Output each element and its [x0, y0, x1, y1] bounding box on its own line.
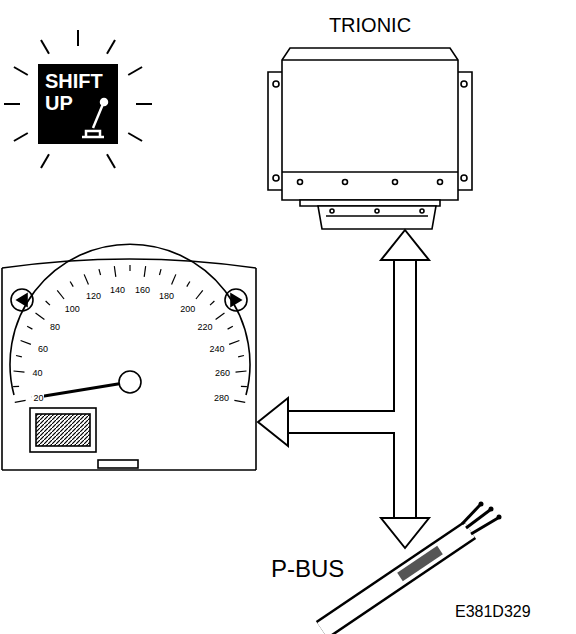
dial-tick	[229, 341, 239, 345]
dial-tick	[114, 266, 115, 277]
speed-number: 280	[213, 393, 230, 403]
dial-tick	[216, 313, 225, 319]
dial-tick	[13, 386, 19, 387]
dial-tick	[46, 301, 50, 305]
light-ray	[14, 67, 28, 75]
dial-tick	[159, 269, 161, 275]
dial-tick	[99, 269, 101, 275]
bus-name: P-BUS	[271, 556, 344, 582]
control-module: TRIONIC	[268, 14, 472, 230]
module-name: TRIONIC	[325, 14, 415, 36]
speed-number: 220	[197, 322, 214, 332]
light-ray	[4, 103, 20, 105]
speed-number: 140	[109, 285, 126, 295]
trionic-ecu	[268, 48, 472, 229]
dial-tick	[57, 290, 64, 299]
speed-number: 180	[158, 291, 175, 301]
speed-number: 20	[32, 393, 44, 403]
light-ray	[14, 133, 28, 141]
dial-tick	[36, 313, 45, 319]
dial-tick	[236, 371, 247, 372]
light-ray	[107, 154, 115, 168]
dial-tick	[238, 356, 244, 357]
speed-number: 60	[37, 344, 49, 354]
light-ray	[41, 40, 49, 54]
gear-lever-icon	[82, 99, 107, 137]
dial-tick	[70, 281, 73, 286]
dial-tick	[172, 274, 176, 284]
speed-number: 200	[179, 304, 196, 314]
dial-tick	[27, 326, 32, 329]
light-ray	[128, 67, 142, 75]
dial-tick	[234, 400, 245, 402]
figure-number: E381D329	[455, 603, 531, 621]
speed-number: 80	[49, 322, 61, 332]
dial-tick	[187, 281, 190, 286]
speed-number: 260	[214, 368, 231, 378]
arrow-head	[381, 518, 429, 548]
arrow-head	[381, 230, 429, 260]
speed-number: 100	[64, 304, 81, 314]
warning-lamp: SHIFT UP	[38, 64, 118, 144]
speed-number: 120	[85, 291, 102, 301]
dial-tick	[21, 341, 31, 345]
hollow-arrow-fill	[395, 260, 415, 518]
light-ray	[107, 40, 115, 54]
instrument-cluster	[2, 244, 256, 470]
light-ray	[41, 154, 49, 168]
hollow-arrow-fill	[288, 260, 405, 422]
light-rays	[4, 30, 152, 168]
speed-number: 160	[134, 285, 151, 295]
dial-tick	[241, 386, 247, 387]
light-ray	[128, 133, 142, 141]
dial-tick	[84, 274, 88, 284]
light-ray	[136, 103, 152, 105]
instrument-cluster: 20 40 60 80100 120 140 160 180 200220 240 260 280	[0, 250, 258, 472]
dial-tick	[14, 371, 25, 372]
light-ray	[77, 30, 79, 46]
dial-tick	[228, 326, 233, 329]
hollow-arrow-outline	[288, 260, 405, 422]
speed-number: 240	[208, 344, 225, 354]
dial-tick	[196, 290, 203, 299]
dial-tick	[210, 301, 214, 305]
dial-tick	[16, 356, 22, 357]
dial-tick	[129, 265, 130, 271]
speed-number: 40	[31, 368, 43, 378]
hollow-arrow-outline	[393, 260, 417, 518]
lamp-label: SHIFT UP	[38, 64, 105, 114]
shift-lamp	[38, 64, 118, 144]
dial-tick	[144, 266, 145, 277]
dial-tick	[15, 400, 26, 402]
arrow-head	[258, 398, 288, 446]
